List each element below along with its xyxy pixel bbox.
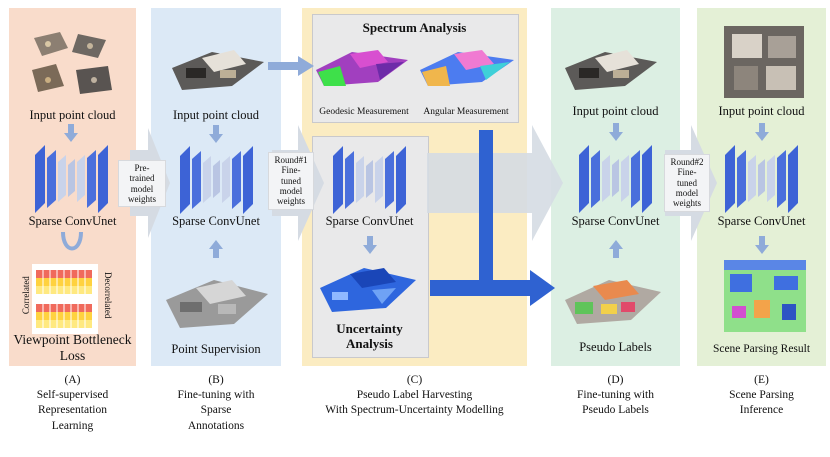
panel-d-input-label: Input point cloud [572,104,659,118]
loop-arrow-icon [61,231,83,251]
network-a-icon [35,145,108,213]
uncertainty-label-line1: Uncertainty [336,321,403,336]
uncertainty-analysis-label: Uncertainty Analysis [312,321,427,352]
caption-a: (A) Self-supervised Representation Learn… [9,373,136,434]
panel-a-input-label: Input point cloud [29,108,116,122]
uncertainty-scene [320,268,416,312]
caption-b-letter: (B) [208,374,224,386]
caption-c-letter: (C) [406,374,423,386]
caption-a-letter: (A) [64,374,81,386]
caption-e: (E) Scene Parsing Inference [697,373,826,419]
angular-scene [420,50,514,86]
sparse-annotation-scene [166,280,268,328]
pseudo-label-scene [565,280,661,324]
caption-b: (B) Fine-tuning with Sparse Annotations [151,373,281,434]
network-b-icon [180,146,253,214]
panel-b-input-scene [172,50,264,90]
panel-d-input-scene [565,50,657,90]
arrow-c-to-d [427,125,563,241]
pseudo-labels-label: Pseudo Labels [579,340,652,354]
network-c-icon [333,146,406,214]
arrow-b-to-spectrum [268,56,314,76]
panel-e-input-scene [724,26,804,98]
panel-e-input-label: Input point cloud [718,104,805,118]
matrix-label-decorrelated: Decorrelated [103,271,114,319]
down-arrow-c1 [363,236,377,254]
scene-parsing-result-label: Scene Parsing Result [712,343,811,355]
panel-b-input-label: Input point cloud [172,108,260,122]
scene-parsing-result-image [724,260,806,332]
spectrum-analysis-title: Spectrum Analysis [362,20,467,35]
panel-e-net-label: Sparse ConvUnet [717,214,806,228]
up-arrow-d2 [609,240,623,258]
up-arrow-b2 [209,240,223,258]
viewpoint-bottleneck-loss-label: Viewpoint Bottleneck Loss [13,332,132,363]
network-e-icon [725,145,798,213]
uncertainty-label-line2: Analysis [346,335,393,351]
panel-d-net-label: Sparse ConvUnet [571,214,660,228]
matrix-label-correlated: Correlated [20,276,31,315]
angular-measurement-label: Angular Measurement [423,107,509,117]
correlation-matrix-icon [32,264,98,334]
caption-c: (C) Pseudo Label Harvesting With Spectru… [302,373,527,419]
caption-e-letter: (E) [754,374,769,386]
network-d-icon [579,145,652,213]
panel-c-net-label: Sparse ConvUnet [325,214,414,228]
caption-d-letter: (D) [607,374,624,386]
down-arrow-e2 [755,236,769,254]
point-cloud-thumbnails [32,32,112,94]
panel-b-net-label: Sparse ConvUnet [172,214,260,228]
arrow-harvest-to-pseudo-labels [430,130,555,306]
point-supervision-label: Point Supervision [171,342,261,356]
caption-d: (D) Fine-tuning with Pseudo Labels [551,373,680,419]
down-arrow-a1 [64,124,78,142]
geodesic-scene [316,50,408,86]
down-arrow-d1 [609,123,623,141]
down-arrow-e1 [755,123,769,141]
panel-a-net-label: Sparse ConvUnet [28,214,117,228]
geodesic-measurement-label: Geodesic Measurement [319,107,409,117]
down-arrow-b1 [209,125,223,143]
